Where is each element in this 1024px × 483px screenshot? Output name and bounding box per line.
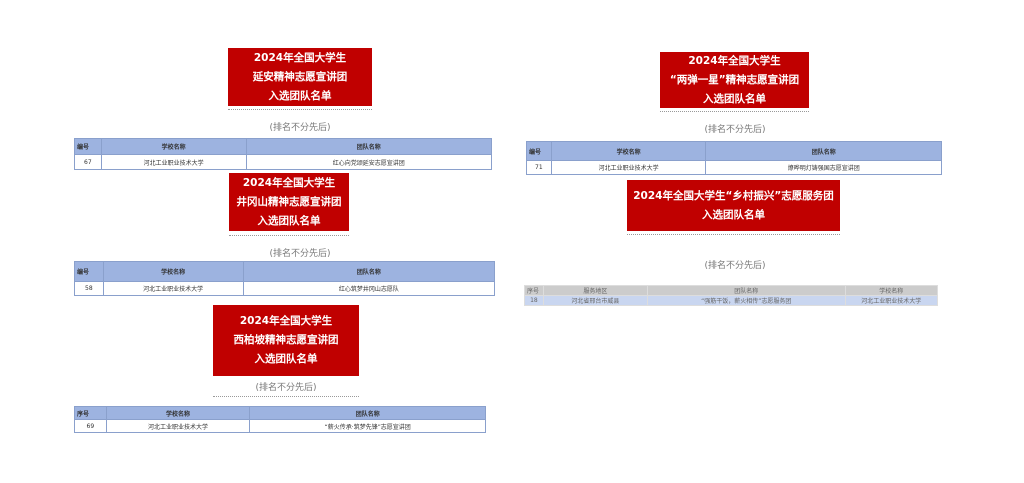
title-line: 入选团队名单 [254, 353, 318, 365]
column-header: 编号 [74, 261, 104, 282]
ranking-note: (排名不分先后) [255, 383, 317, 393]
table-cell: 58 [74, 281, 104, 296]
title-banner: 2024年全国大学生西柏坡精神志愿宣讲团入选团队名单 [213, 305, 359, 376]
column-header: 服务地区 [542, 285, 648, 296]
column-header: 编号 [74, 138, 102, 155]
table-cell: 18 [524, 295, 544, 306]
table-cell: 河北工业职业技术大学 [105, 419, 251, 433]
column-header: 学校名称 [105, 406, 251, 420]
title-line: 入选团队名单 [703, 92, 766, 105]
table-cell: “薪火传承·筑梦先锋”志愿宣讲团 [249, 419, 486, 433]
title-banner: 2024年全国大学生井冈山精神志愿宣讲团入选团队名单 [229, 173, 349, 231]
ranking-note: (排名不分先后) [704, 125, 766, 135]
ranking-note: (排名不分先后) [269, 123, 331, 133]
column-header: 团队名称 [249, 406, 486, 420]
title-line: “两弹一星”精神志愿宣讲团 [669, 73, 800, 86]
title-line: 2024年全国大学生 [688, 54, 781, 67]
title-line: 西柏坡精神志愿宣讲团 [233, 334, 339, 346]
table-header: 编号学校名称团队名称 [74, 138, 493, 155]
table-cell: 69 [74, 419, 107, 433]
column-header: 学校名称 [550, 141, 707, 161]
ranking-note: (排名不分先后) [269, 249, 331, 259]
table-cell: 71 [526, 160, 552, 175]
column-header: 序号 [74, 406, 107, 420]
title-line: 入选团队名单 [268, 89, 332, 102]
title-line: 2024年全国大学生 [239, 315, 333, 327]
divider [660, 111, 809, 112]
column-header: 学校名称 [844, 285, 939, 296]
table-header: 编号学校名称团队名称 [526, 141, 942, 161]
column-header: 学校名称 [100, 138, 247, 155]
column-header: 团队名称 [705, 141, 942, 161]
title-banner: 2024年全国大学生 “两弹一星”精神志愿宣讲团入选团队名单 [660, 52, 809, 108]
divider [228, 109, 372, 110]
table-cell: 河北工业职业技术大学 [844, 295, 939, 306]
divider [229, 235, 349, 236]
table-cell: 红心向党颂延安志愿宣讲团 [245, 154, 493, 170]
table-cell: 河北工业职业技术大学 [100, 154, 247, 170]
divider [627, 234, 840, 235]
table-cell: 河北省邢台市威县 [542, 295, 648, 306]
divider [213, 396, 359, 397]
table-cell: 红心筑梦井冈山志愿队 [242, 281, 496, 296]
title-line: 2024年全国大学生 [253, 51, 347, 64]
table-cell: “强筋干饭，薪火相传”志愿服务团 [646, 295, 846, 306]
title-line: 入选团队名单 [257, 214, 321, 227]
title-banner: 2024年全国大学生延安精神志愿宣讲团入选团队名单 [228, 48, 372, 106]
column-header: 团队名称 [242, 261, 496, 282]
title-line: 2024年全国大学生 [242, 176, 336, 189]
table-cell: 燎晔明灯铸强国志愿宣讲团 [705, 160, 942, 175]
table-cell: 67 [74, 154, 102, 170]
column-header: 学校名称 [102, 261, 244, 282]
table-header: 编号学校名称团队名称 [74, 261, 496, 282]
title-line: 入选团队名单 [702, 208, 765, 221]
table-header: 序号服务地区团队名称学校名称 [524, 285, 939, 296]
title-line: 井冈山精神志愿宣讲团 [236, 195, 342, 208]
column-header: 团队名称 [646, 285, 846, 296]
table-cell: 河北工业职业技术大学 [550, 160, 707, 175]
title-banner: 2024年全国大学生“乡村振兴”志愿服务团入选团队名单 [627, 180, 840, 231]
table-cell: 河北工业职业技术大学 [102, 281, 244, 296]
table-header: 序号学校名称团队名称 [74, 406, 486, 420]
title-line: 延安精神志愿宣讲团 [252, 70, 348, 83]
ranking-note: (排名不分先后) [704, 261, 766, 271]
column-header: 编号 [526, 141, 552, 161]
title-line: 2024年全国大学生“乡村振兴”志愿服务团 [633, 189, 834, 202]
column-header: 序号 [524, 285, 544, 296]
column-header: 团队名称 [245, 138, 493, 155]
